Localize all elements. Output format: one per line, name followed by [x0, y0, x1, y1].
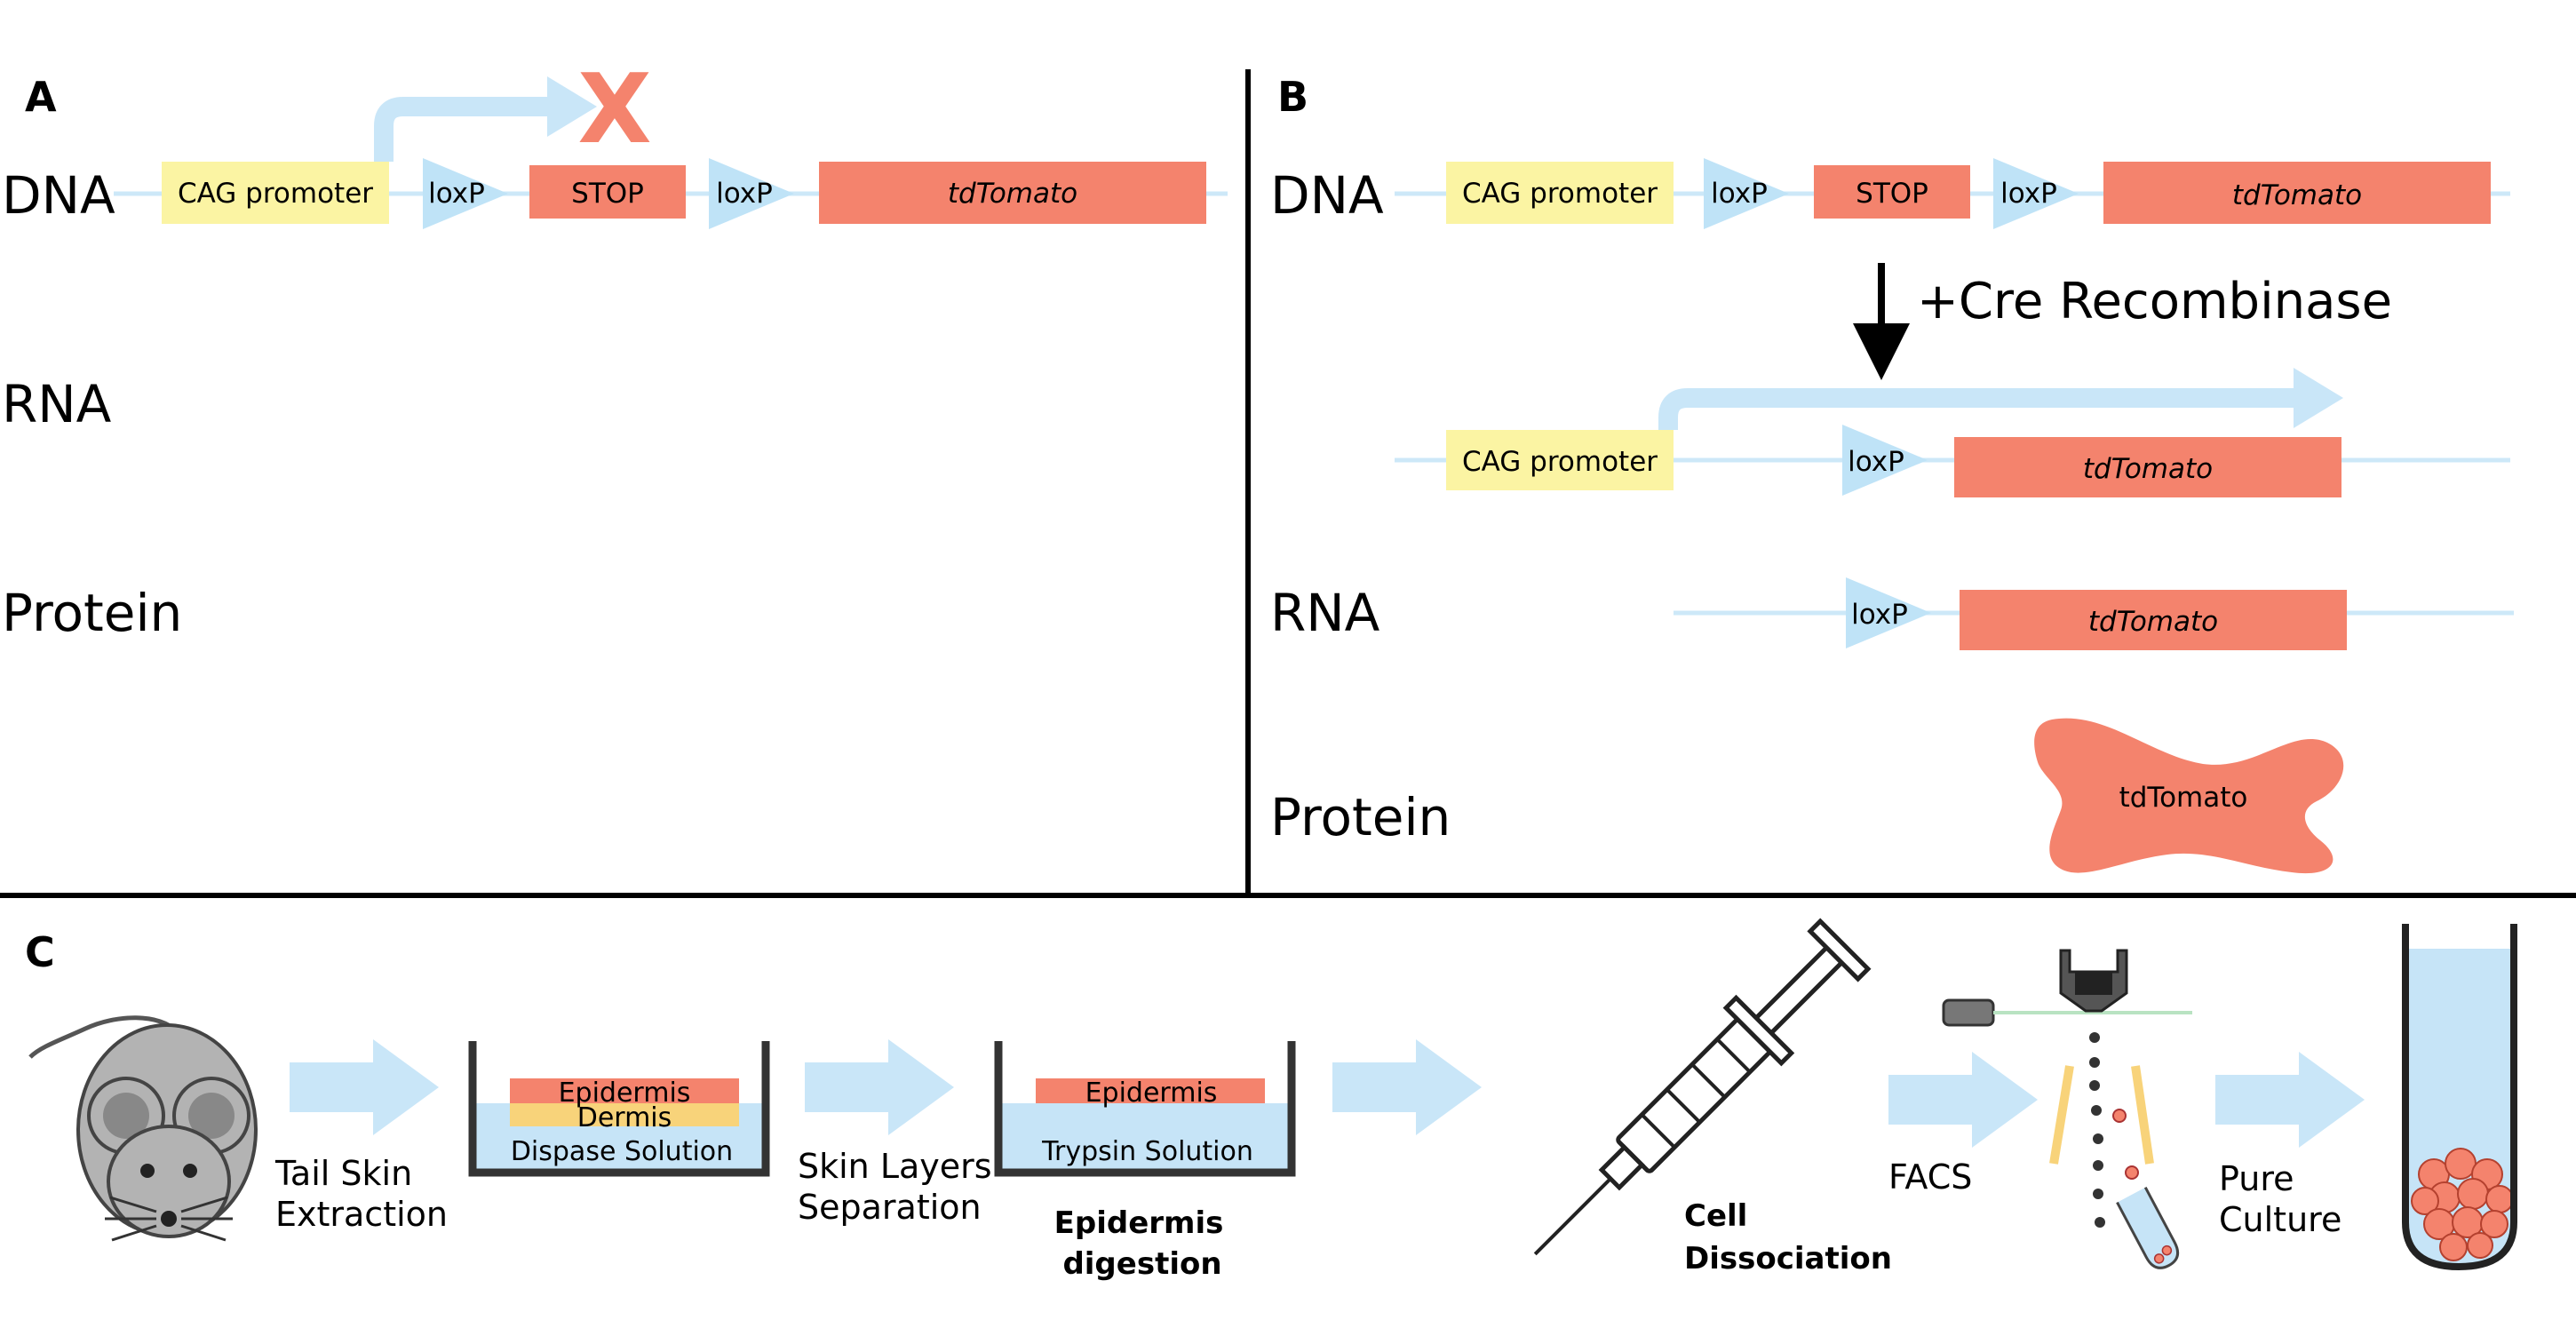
panel-b-protein-label: Protein — [1270, 787, 1451, 847]
panel-a-tdtomato-box — [819, 162, 1206, 224]
step-arrow-2 — [805, 1039, 954, 1135]
dish1-dermis-label: Dermis — [577, 1102, 672, 1133]
panel-b-tdtomato-label: tdTomato — [2232, 179, 2362, 211]
dissociation-label-1: Cell — [1684, 1198, 1747, 1234]
dish1-solution-label: Dispase Solution — [511, 1136, 733, 1167]
panel-a-loxp1-label: loxP — [428, 178, 485, 210]
panel-b-stop-label: STOP — [1856, 178, 1928, 210]
separation-label-2: Separation — [798, 1188, 982, 1227]
panel-a-dna-label: DNA — [2, 165, 115, 226]
panel-b-recombined-promoter-label: CAG promoter — [1462, 446, 1658, 478]
panel-b-transcription-arrow — [1658, 388, 2299, 430]
panel-b-rna-loxp-label: loxP — [1851, 599, 1908, 631]
panel-b-recombined-tdtomato-box — [1954, 437, 2341, 497]
panel-b-recombined-loxp-triangle — [1842, 425, 1928, 496]
panel-b-dna-label: DNA — [1270, 165, 1384, 226]
panel-b-loxp1-triangle — [1704, 158, 1789, 229]
panel-a-stop-label: STOP — [571, 178, 644, 210]
step-arrow-3 — [1332, 1039, 1482, 1135]
panel-b-protein-blob — [2034, 718, 2344, 874]
panel-a-transcription-arrow — [374, 97, 551, 162]
panel-b-rna-label: RNA — [1270, 583, 1380, 643]
panel-a-loxp2-triangle — [709, 158, 794, 229]
panel-b-transcription-arrowhead — [2294, 368, 2343, 428]
panel-c: C Tail Skin Extraction — [25, 918, 2517, 1282]
tail-skin-label-2: Extraction — [275, 1195, 448, 1234]
panel-b-tdtomato-box — [2103, 162, 2491, 224]
panel-a-blocked-x: X — [577, 54, 651, 165]
panel-b-recombined-promoter-box — [1446, 430, 1674, 490]
panel-b-recombined-tdtomato-label: tdTomato — [2083, 453, 2213, 485]
panel-b-rna-tdtomato-label: tdTomato — [2088, 606, 2218, 638]
panel-b-rna-loxp-triangle — [1846, 577, 1931, 648]
culture-tube-icon — [2402, 924, 2517, 1271]
panel-b: B DNA RNA Protein CAG promoter loxP STOP… — [1270, 73, 2514, 874]
panel-a-rna-label: RNA — [2, 374, 112, 434]
facs-label: FACS — [1888, 1157, 1972, 1197]
panel-b-recombined-loxp-label: loxP — [1848, 446, 1904, 478]
panel-b-protein-label-text: tdTomato — [2119, 782, 2248, 814]
panel-c-letter: C — [25, 928, 55, 976]
panel-b-letter: B — [1277, 73, 1308, 121]
dispase-dish — [468, 1041, 770, 1177]
dish1-epidermis-label: Epidermis — [559, 1078, 691, 1109]
panel-a-promoter-box — [162, 162, 389, 224]
panel-b-cre-label: +Cre Recombinase — [1917, 273, 2392, 330]
panel-a-tdtomato-label: tdTomato — [948, 178, 1077, 210]
panel-a-transcription-arrowhead — [547, 76, 597, 137]
culture-label-1: Pure — [2219, 1159, 2294, 1198]
panel-a-loxp1-triangle — [423, 158, 508, 229]
panel-a-stop-box — [529, 165, 686, 219]
step-arrow-5 — [2215, 1052, 2365, 1148]
syringe-icon — [1533, 918, 1872, 1256]
digestion-label-1: Epidermis — [1054, 1205, 1224, 1241]
panel-b-loxp2-label: loxP — [2000, 178, 2057, 210]
panel-b-promoter-label: CAG promoter — [1462, 178, 1658, 210]
separation-label-1: Skin Layers — [798, 1147, 992, 1186]
culture-label-2: Culture — [2219, 1200, 2341, 1239]
mouse-icon — [28, 1015, 258, 1242]
panel-a: A DNA RNA Protein CAG promoter loxP STOP… — [2, 54, 1228, 643]
panel-a-loxp2-label: loxP — [716, 178, 773, 210]
dish2-epidermis-label: Epidermis — [1085, 1078, 1218, 1109]
panel-b-stop-box — [1814, 165, 1970, 219]
panel-a-promoter-label: CAG promoter — [178, 178, 373, 210]
tail-skin-label-1: Tail Skin — [274, 1154, 412, 1193]
panel-b-loxp2-triangle — [1993, 158, 2079, 229]
facs-sorter-icon — [1942, 949, 2192, 1269]
panel-a-letter: A — [25, 73, 57, 121]
digestion-label-2: digestion — [1062, 1246, 1221, 1282]
panel-b-rna-tdtomato-box — [1960, 590, 2347, 650]
panel-b-promoter-box — [1446, 162, 1674, 224]
dissociation-label-2: Dissociation — [1684, 1241, 1892, 1276]
step-arrow-1 — [290, 1039, 439, 1135]
trypsin-dish — [994, 1041, 1296, 1177]
panel-b-loxp1-label: loxP — [1711, 178, 1768, 210]
step-arrow-4 — [1888, 1052, 2038, 1148]
panel-a-protein-label: Protein — [2, 583, 182, 643]
dish2-solution-label: Trypsin Solution — [1041, 1136, 1253, 1167]
